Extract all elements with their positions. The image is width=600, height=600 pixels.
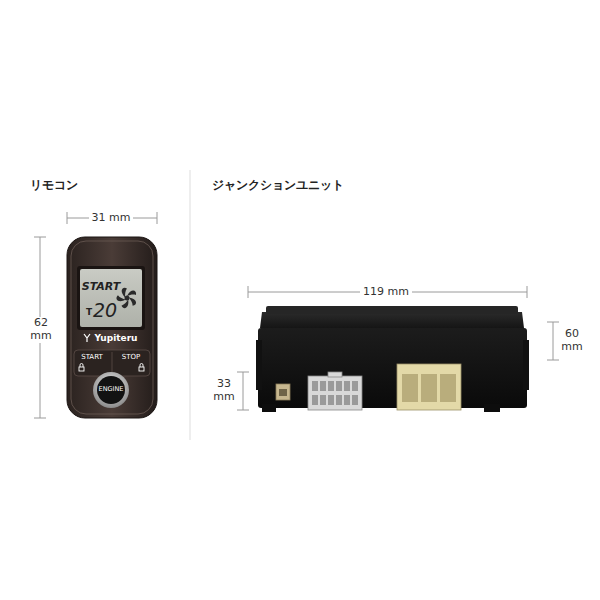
button-label: START <box>81 353 103 361</box>
remote-illustration <box>67 237 157 418</box>
dimension-label: 62 mm <box>25 317 57 342</box>
separator-line <box>190 170 191 440</box>
button-label: ENGINE <box>99 386 124 393</box>
display-text: START <box>82 281 121 294</box>
junction-unit-illustration <box>256 306 529 412</box>
brand-logo: Yupiteru <box>94 333 137 343</box>
display-digits: 20 <box>93 300 117 322</box>
dimension-label: 60 mm <box>556 328 588 353</box>
display-text: T <box>86 307 92 317</box>
dimension-label: 31 mm <box>89 212 134 225</box>
section-heading: ジャンクションユニット <box>212 179 344 193</box>
dimension-lines <box>237 286 559 410</box>
section-heading: リモコン <box>30 179 78 193</box>
dimension-lines <box>34 212 157 418</box>
button-label: STOP <box>122 353 140 361</box>
dimension-label: 119 mm <box>360 286 412 299</box>
dimension-label: 33 mm <box>208 378 240 403</box>
